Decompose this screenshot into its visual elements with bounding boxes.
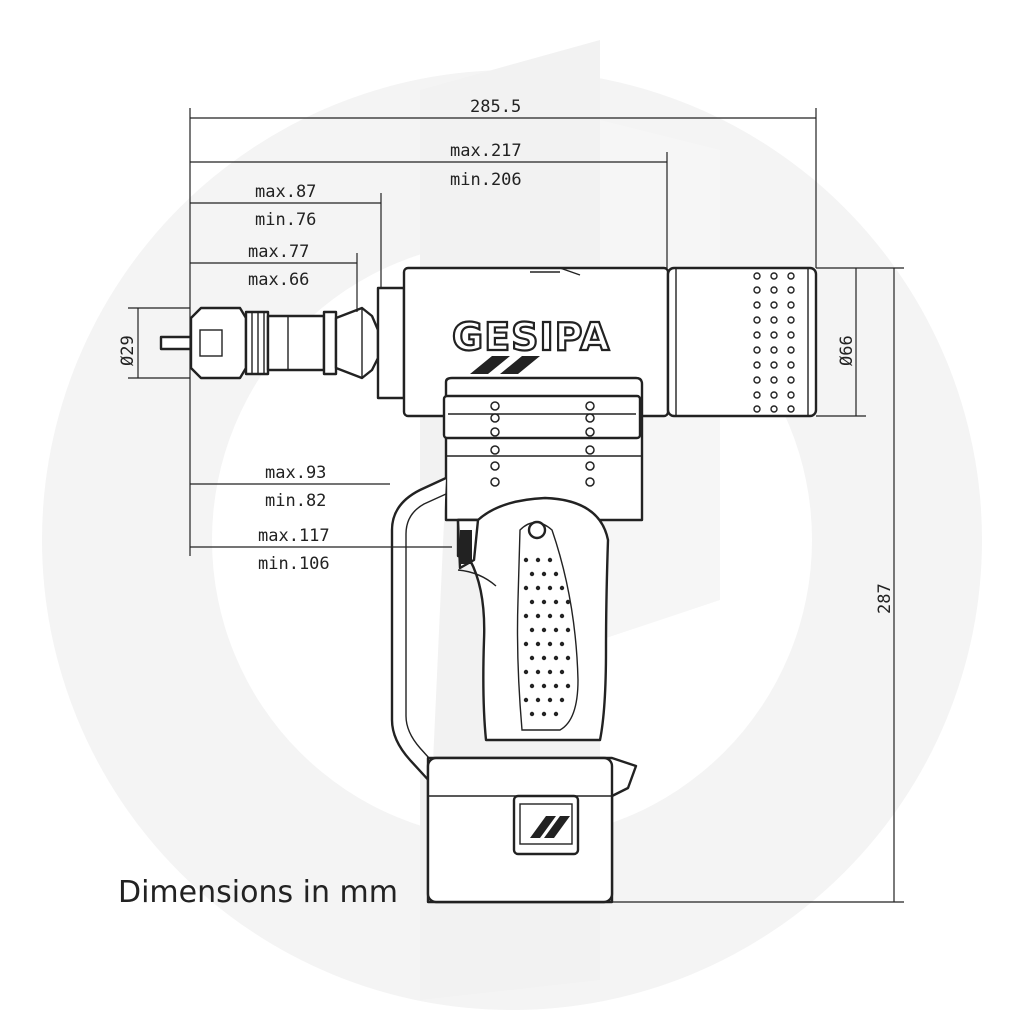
brand-logo-text: GESIPA: [452, 315, 610, 359]
body-diameter-label: Ø66: [837, 335, 857, 366]
grip-dots: [523, 557, 571, 717]
overall-length-label: 285.5: [470, 97, 521, 117]
grip-max-label: max.117: [258, 526, 330, 546]
nose-diameter-label: Ø29: [118, 335, 138, 366]
trigger: [456, 518, 480, 570]
length-max-label: max.217: [450, 141, 522, 161]
height-label: 287: [875, 583, 895, 614]
grip-min-label: min.106: [258, 554, 330, 574]
nosepiece-max-label: max.77: [248, 242, 309, 262]
nosepiece: [159, 286, 406, 400]
nosepiece-min-label: max.66: [248, 270, 309, 290]
vent-holes: [753, 272, 795, 413]
handle-block: [442, 376, 644, 522]
nose-max-label: max.87: [255, 182, 316, 202]
dimensions-caption: Dimensions in mm: [118, 875, 398, 910]
dimension-lines: [128, 108, 904, 903]
nose-min-label: min.76: [255, 210, 316, 230]
grip: [456, 496, 610, 742]
trigger-max-label: max.93: [265, 463, 326, 483]
dimension-labels: 285.5 max.217 min.206 max.87 min.76 max.…: [118, 97, 895, 614]
length-min-label: min.206: [450, 170, 522, 190]
trigger-guard: [390, 476, 497, 785]
gesipa-logo: GESIPA: [451, 314, 611, 374]
rivet-tool-outline: GESIPA: [159, 266, 818, 904]
battery-pack: [426, 756, 638, 904]
trigger-min-label: min.82: [265, 491, 326, 511]
